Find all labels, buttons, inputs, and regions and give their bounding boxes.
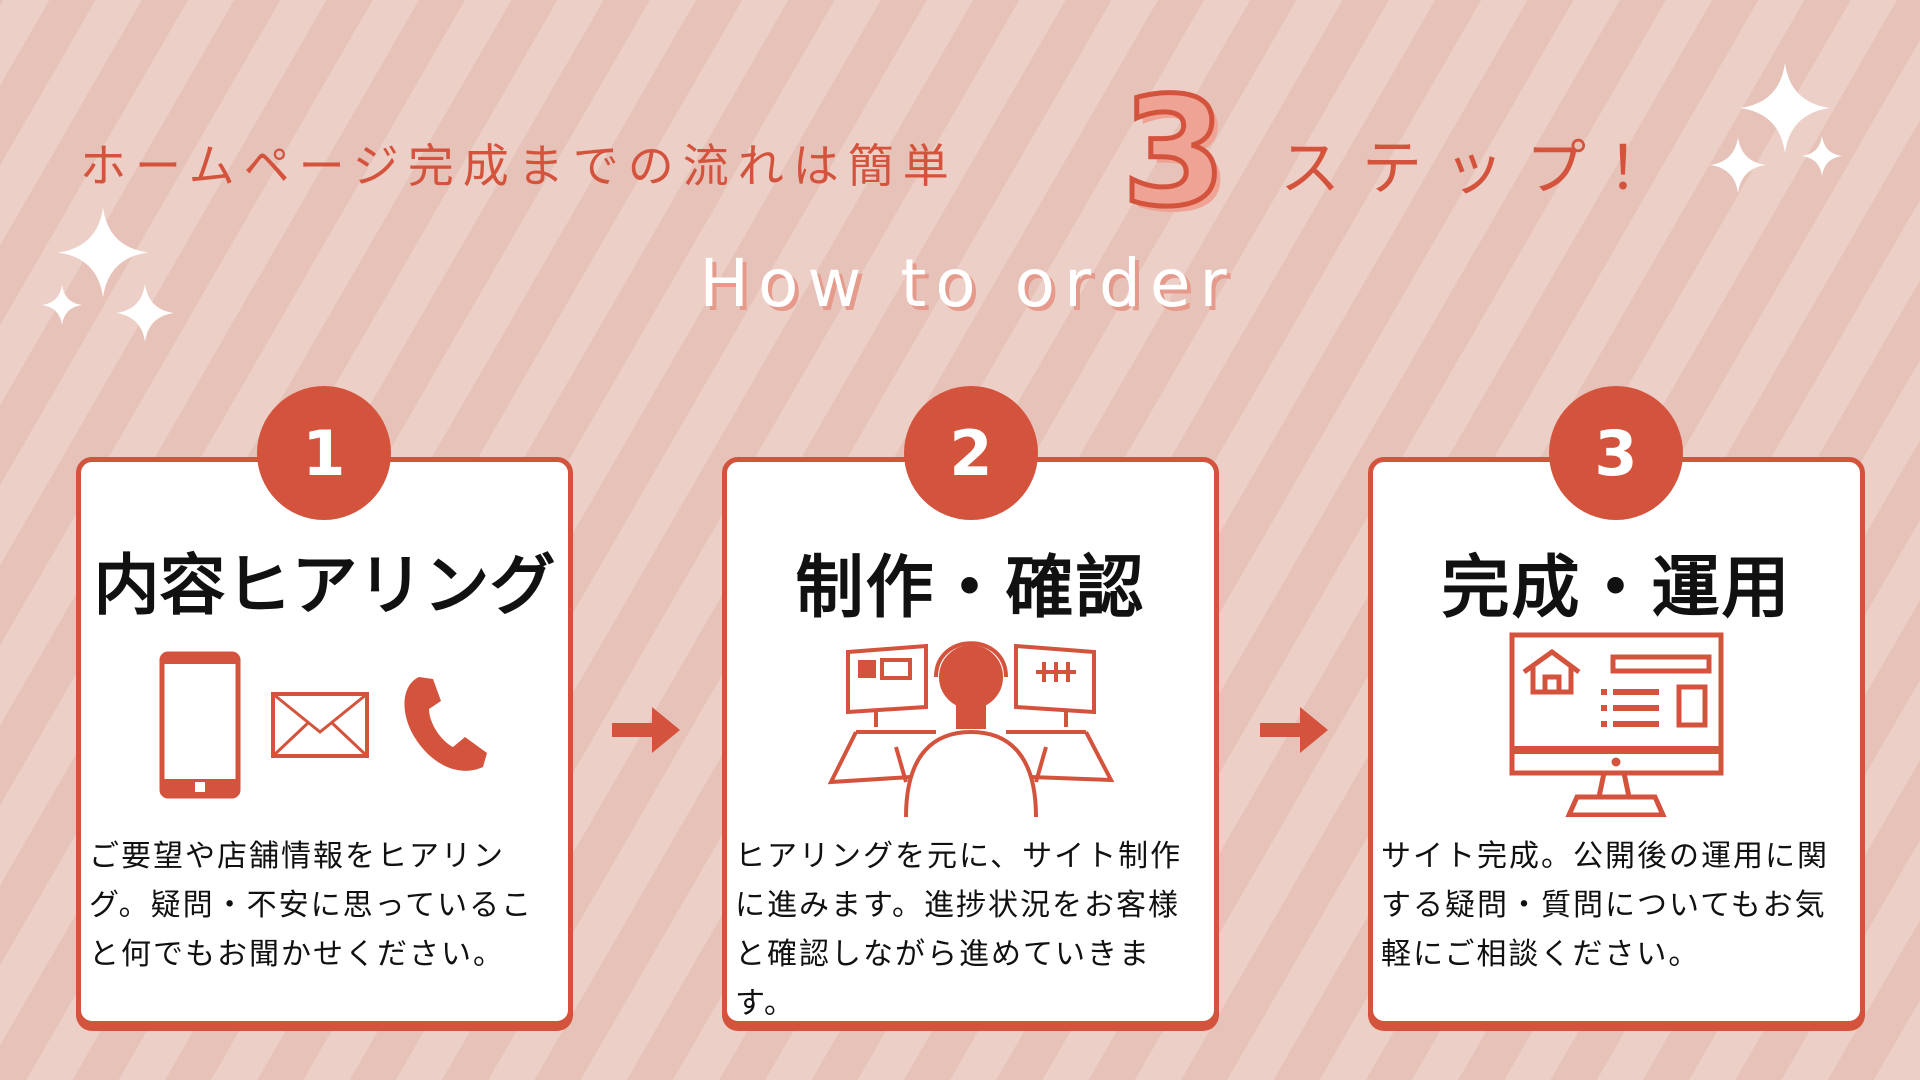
step-heading: 完成・運用 bbox=[1441, 549, 1792, 628]
page-title-suffix: ステップ！ bbox=[1280, 133, 1690, 204]
sparkle-icon bbox=[1710, 137, 1766, 193]
designer-at-desk-icon bbox=[827, 641, 1114, 817]
website-monitor-icon bbox=[1509, 632, 1724, 817]
sparkle-icon bbox=[1802, 136, 1842, 176]
step-heading: 内容ヒアリング bbox=[93, 547, 556, 624]
arrow-right-icon bbox=[612, 707, 680, 753]
step-card-1: 内容ヒアリング ご要望や店舗情報をヒアリング。疑問・不安に思っていること何でもお… bbox=[76, 457, 573, 1026]
subtitle: How to order bbox=[699, 245, 1236, 322]
sparkle-icon bbox=[42, 285, 82, 325]
step-heading: 制作・確認 bbox=[795, 549, 1146, 628]
envelope-icon bbox=[270, 691, 369, 758]
step-card-2: 制作・確認 ヒアリングを元に、サイト制作に進みます。進捗状況をお客様と確認しなが… bbox=[722, 457, 1219, 1026]
step-description: ヒアリングを元に、サイト制作に進みます。進捗状況をお客様と確認しながら進めていき… bbox=[735, 839, 1183, 1021]
sparkle-icon bbox=[116, 284, 174, 342]
phone-icon bbox=[403, 676, 487, 771]
title-step-count: 3 bbox=[1119, 66, 1228, 240]
step-number-badge: 1 bbox=[257, 386, 391, 520]
sparkle-icon bbox=[1740, 63, 1830, 153]
step-description: ご要望や店舗情報をヒアリング。疑問・不安に思っていること何でもお聞かせください。 bbox=[89, 839, 534, 972]
smartphone-icon bbox=[159, 651, 240, 798]
step-number-badge: 2 bbox=[904, 386, 1038, 520]
sparkle-icon bbox=[58, 207, 148, 298]
step-description: サイト完成。公開後の運用に関する疑問・質問についてもお気軽にご相談ください。 bbox=[1381, 839, 1829, 972]
page-title: ホームページ完成までの流れは簡単 bbox=[80, 139, 958, 193]
step-card-3: 完成・運用 サイト完成。公開後の運用に関する疑問・質問についてもお気軽にご相談く… bbox=[1368, 457, 1865, 1026]
step-number-badge: 3 bbox=[1549, 386, 1683, 520]
arrow-right-icon bbox=[1260, 707, 1328, 753]
